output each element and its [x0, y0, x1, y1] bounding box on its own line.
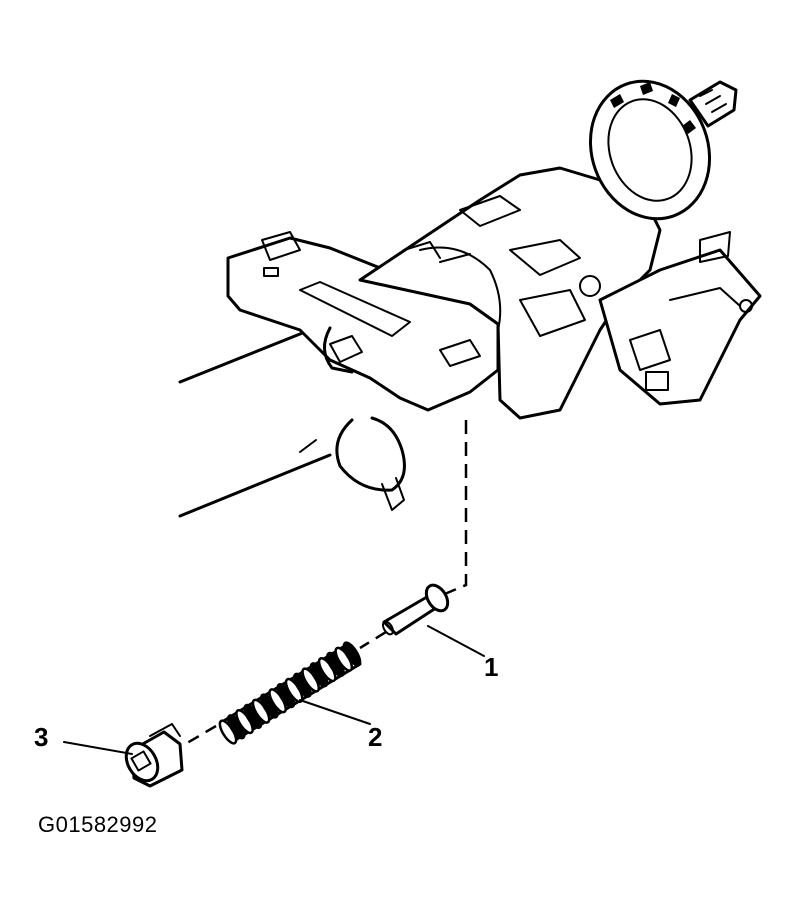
wire-clamp [299, 326, 406, 511]
callout-1: 1 [484, 652, 498, 682]
figure-id: G01582992 [38, 812, 158, 837]
column-bracket [226, 231, 500, 412]
spring-coil [342, 641, 362, 667]
lock-housing [358, 166, 662, 420]
callout-3: 3 [34, 722, 48, 752]
alignment-leader [181, 420, 468, 748]
upper-ring-assembly [588, 79, 738, 221]
callout-2: 2 [368, 722, 382, 752]
lock-pin [381, 583, 450, 636]
leader-lines [63, 625, 485, 755]
column-tube [178, 328, 332, 518]
retainer-cap [124, 723, 184, 788]
connector-bracket [598, 231, 762, 406]
coil-spring [218, 641, 362, 745]
